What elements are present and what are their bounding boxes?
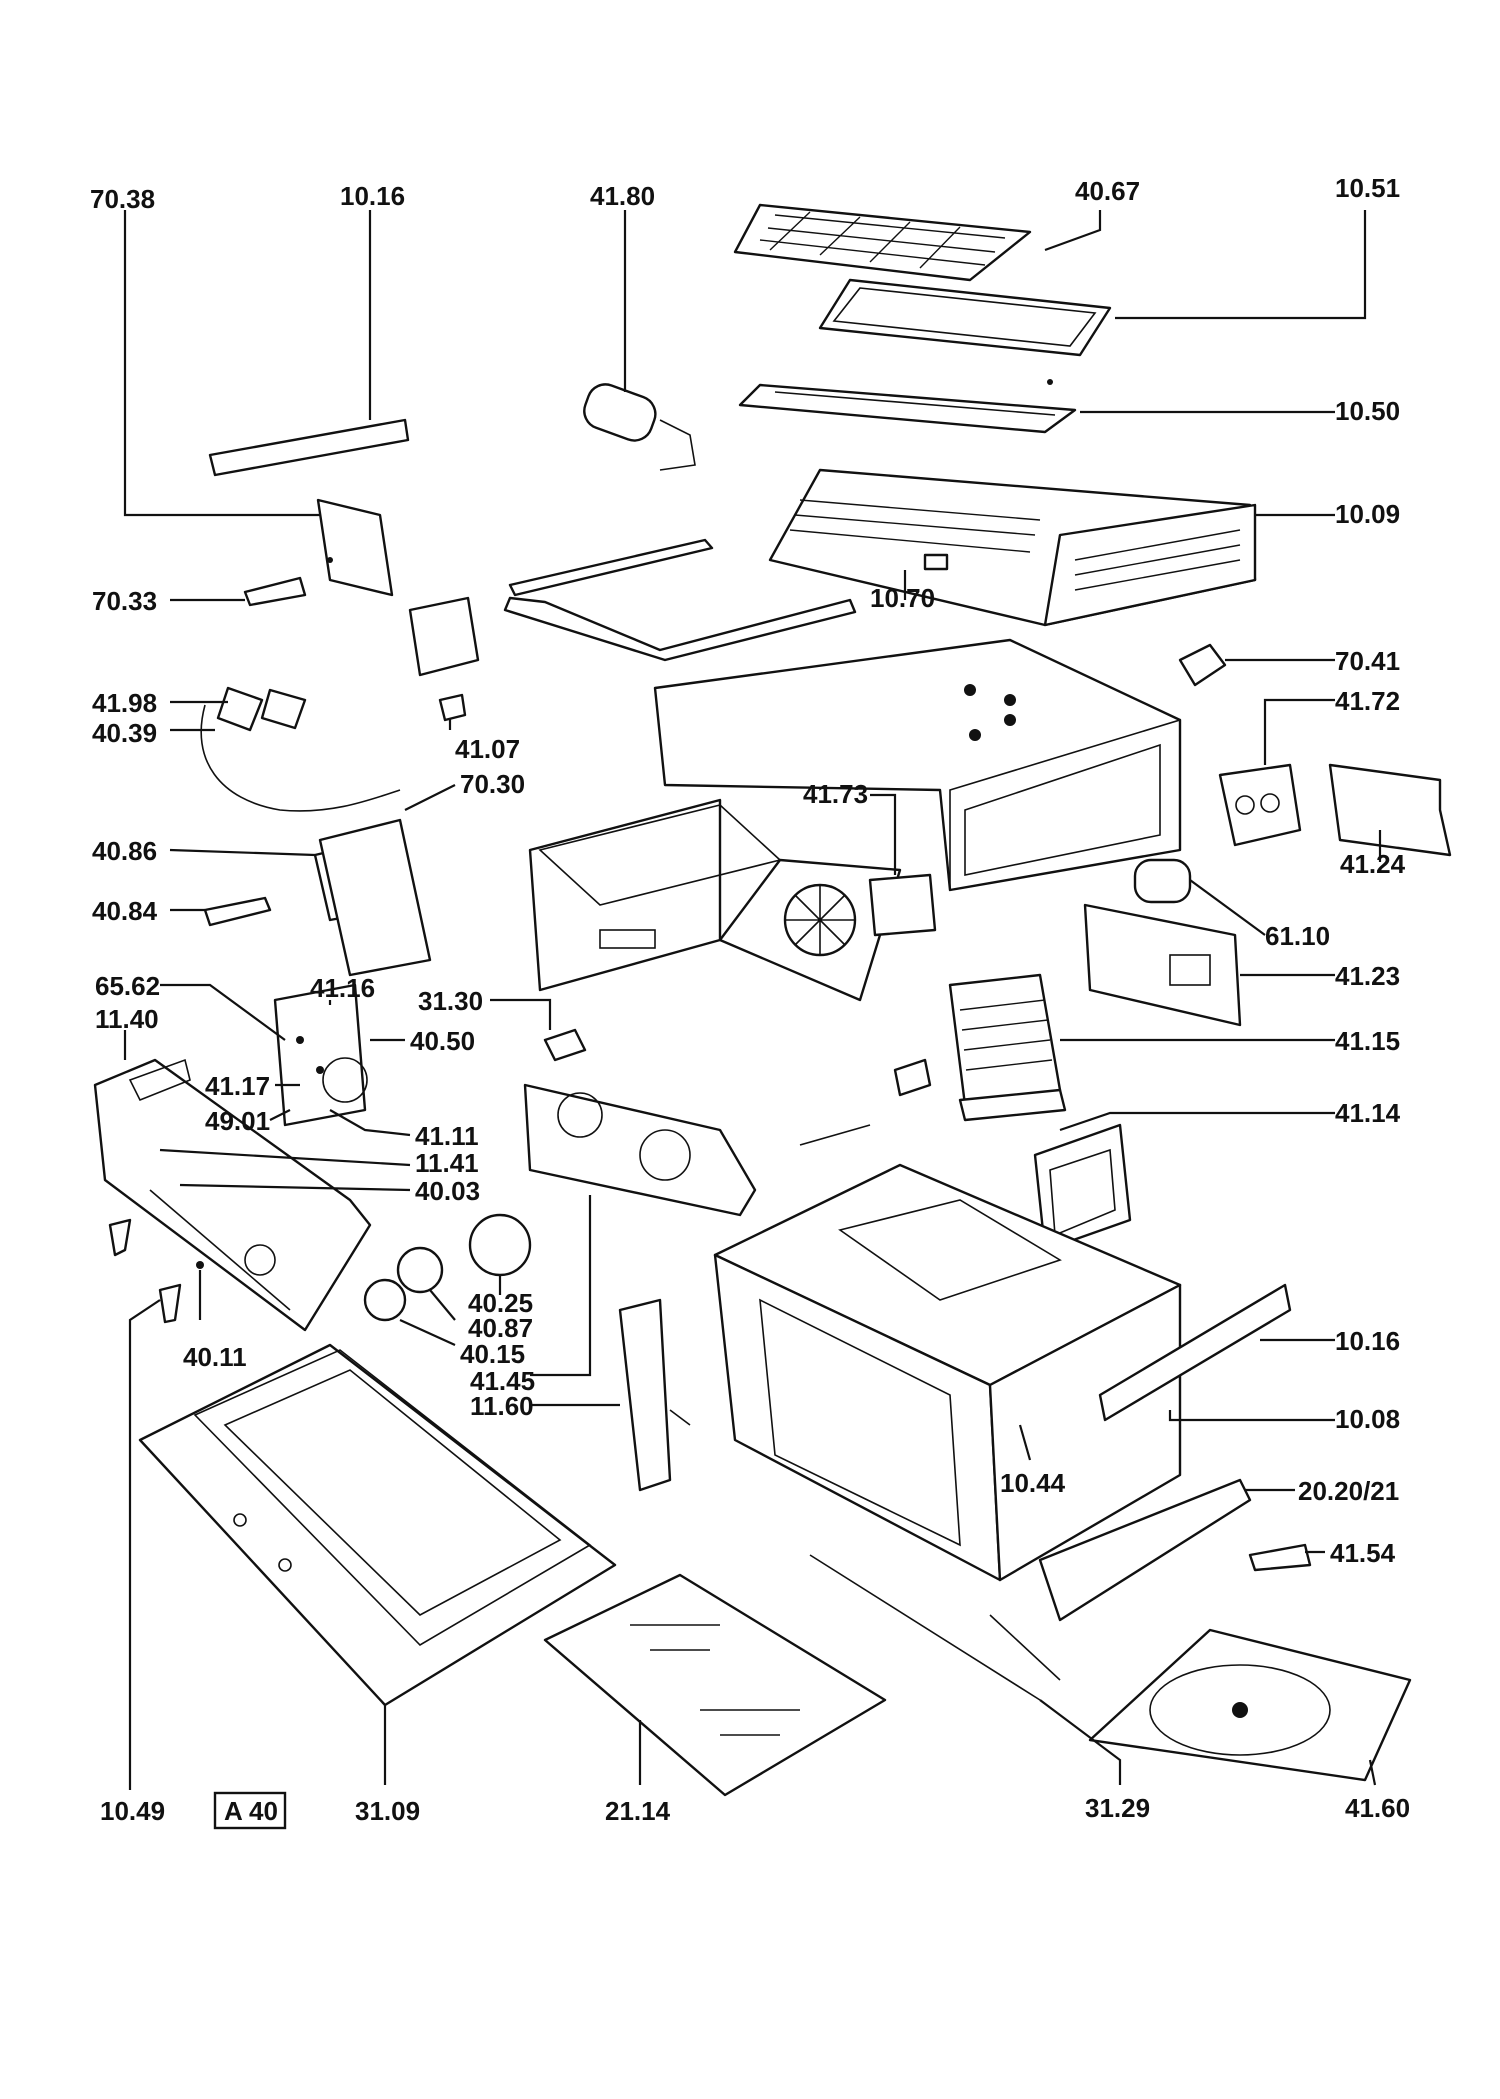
part-turntable-base-41-60 (1088, 1628, 1412, 1782)
label-40-11: 40.11 (183, 1342, 247, 1372)
label-11-40: 11.40 (95, 1004, 159, 1034)
label-41-16: 41.16 (310, 973, 375, 1003)
label-40-25: 40.25 (468, 1288, 533, 1318)
label-70-33: 70.33 (92, 586, 157, 616)
part-cover-frame-10-51 (818, 278, 1112, 357)
label-41-60: 41.60 (1345, 1793, 1410, 1823)
part-trim-strip-10-16 (208, 418, 410, 477)
label-40-87: 40.87 (468, 1313, 533, 1343)
part-control-fascia-11-40 (93, 1058, 372, 1332)
label-41-07: 41.07 (455, 734, 520, 764)
label-40-39: 40.39 (92, 718, 157, 748)
sheet-id-box: A 40 (213, 1791, 287, 1830)
label-10-51: 10.51 (1335, 173, 1400, 203)
label-10-16-top: 10.16 (340, 181, 405, 211)
label-41-73: 41.73 (803, 779, 868, 809)
part-control-board-40-86 (203, 818, 432, 977)
label-41-14: 41.14 (1335, 1098, 1401, 1128)
label-10-44: 10.44 (1000, 1468, 1066, 1498)
label-49-01: 49.01 (205, 1106, 270, 1136)
part-tray-10-50 (738, 379, 1077, 434)
label-31-09: 31.09 (355, 1796, 420, 1826)
label-11-60: 11.60 (470, 1391, 534, 1421)
part-grille-panel-40-67 (733, 203, 1032, 282)
part-transformer-41-72 (1218, 763, 1302, 847)
part-trim-strip-10-16-right (1098, 1283, 1292, 1422)
label-20-20-21: 20.20/21 (1298, 1476, 1399, 1506)
callout-labels: 70.38 10.16 41.80 40.67 10.51 10.50 10.0… (90, 173, 1410, 1826)
label-41-24: 41.24 (1340, 849, 1406, 879)
label-10-49: 10.49 (100, 1796, 165, 1826)
part-knob-40-25 (468, 1213, 532, 1277)
label-41-23: 41.23 (1335, 961, 1400, 991)
label-61-10: 61.10 (1265, 921, 1330, 951)
part-cover-41-23 (1083, 903, 1242, 1027)
part-magnetron-41-15 (948, 973, 1067, 1122)
label-65-62: 65.62 (95, 971, 160, 1001)
part-terminal-41-14 (799, 1058, 932, 1146)
part-switch-assembly-41-98 (200, 686, 401, 812)
label-70-30: 70.30 (460, 769, 525, 799)
label-41-15: 41.15 (1335, 1026, 1400, 1056)
part-outer-casing-10-09 (768, 468, 1257, 627)
part-bracket-40-11 (108, 1218, 204, 1324)
part-plate-41-24 (1328, 763, 1452, 857)
part-seal-strip (503, 538, 949, 662)
label-10-09: 10.09 (1335, 499, 1400, 529)
label-31-30: 31.30 (418, 986, 483, 1016)
label-41-11: 41.11 (415, 1121, 479, 1151)
part-clip-70-41 (1178, 643, 1227, 687)
label-41-17: 41.17 (205, 1071, 270, 1101)
part-bracket-41-07 (408, 596, 480, 722)
label-10-08: 10.08 (1335, 1404, 1400, 1434)
label-10-70: 10.70 (870, 583, 935, 613)
part-rod-31-29 (809, 1554, 1061, 1701)
label-40-50: 40.50 (410, 1026, 475, 1056)
label-70-38: 70.38 (90, 184, 155, 214)
label-31-29: 31.29 (1085, 1793, 1150, 1823)
label-10-16-right: 10.16 (1335, 1326, 1400, 1356)
label-21-14: 21.14 (605, 1796, 671, 1826)
part-base-41-45 (523, 1083, 757, 1217)
leader-lines (123, 210, 1382, 1790)
label-41-54: 41.54 (1330, 1538, 1396, 1568)
part-capacitor-41-80 (583, 383, 696, 471)
label-41-45: 41.45 (470, 1366, 535, 1396)
part-rail-11-60 (618, 1298, 691, 1492)
part-knob-40-87 (396, 1246, 444, 1294)
label-41-98: 41.98 (92, 688, 157, 718)
label-40-15: 40.15 (460, 1339, 525, 1369)
part-fan (783, 873, 937, 957)
part-oven-cavity-10-08 (713, 1163, 1182, 1582)
sheet-id-label: A 40 (224, 1796, 278, 1826)
part-clip-70-33 (243, 576, 307, 607)
label-40-86: 40.86 (92, 836, 157, 866)
part-clip-31-30 (543, 1028, 587, 1062)
part-motor-61-10 (1133, 858, 1192, 904)
label-40-67: 40.67 (1075, 176, 1140, 206)
label-11-41: 11.41 (415, 1148, 479, 1178)
label-40-03: 40.03 (415, 1176, 480, 1206)
part-upper-chassis (653, 638, 1182, 892)
label-40-84: 40.84 (92, 896, 158, 926)
label-10-50: 10.50 (1335, 396, 1400, 426)
label-41-80: 41.80 (590, 181, 655, 211)
part-knob-40-15 (363, 1278, 407, 1322)
part-glass-plate-21-14 (543, 1573, 887, 1797)
label-41-72: 41.72 (1335, 686, 1400, 716)
part-panel-board-41-16 (273, 983, 368, 1127)
label-70-41: 70.41 (1335, 646, 1400, 676)
part-bracket-20-20 (1038, 1478, 1252, 1622)
part-waveguide-bracket (1033, 1123, 1132, 1252)
part-bracket-70-38 (316, 498, 394, 597)
part-door-31-09 (138, 1343, 617, 1707)
part-clip-41-54 (1248, 1543, 1312, 1572)
